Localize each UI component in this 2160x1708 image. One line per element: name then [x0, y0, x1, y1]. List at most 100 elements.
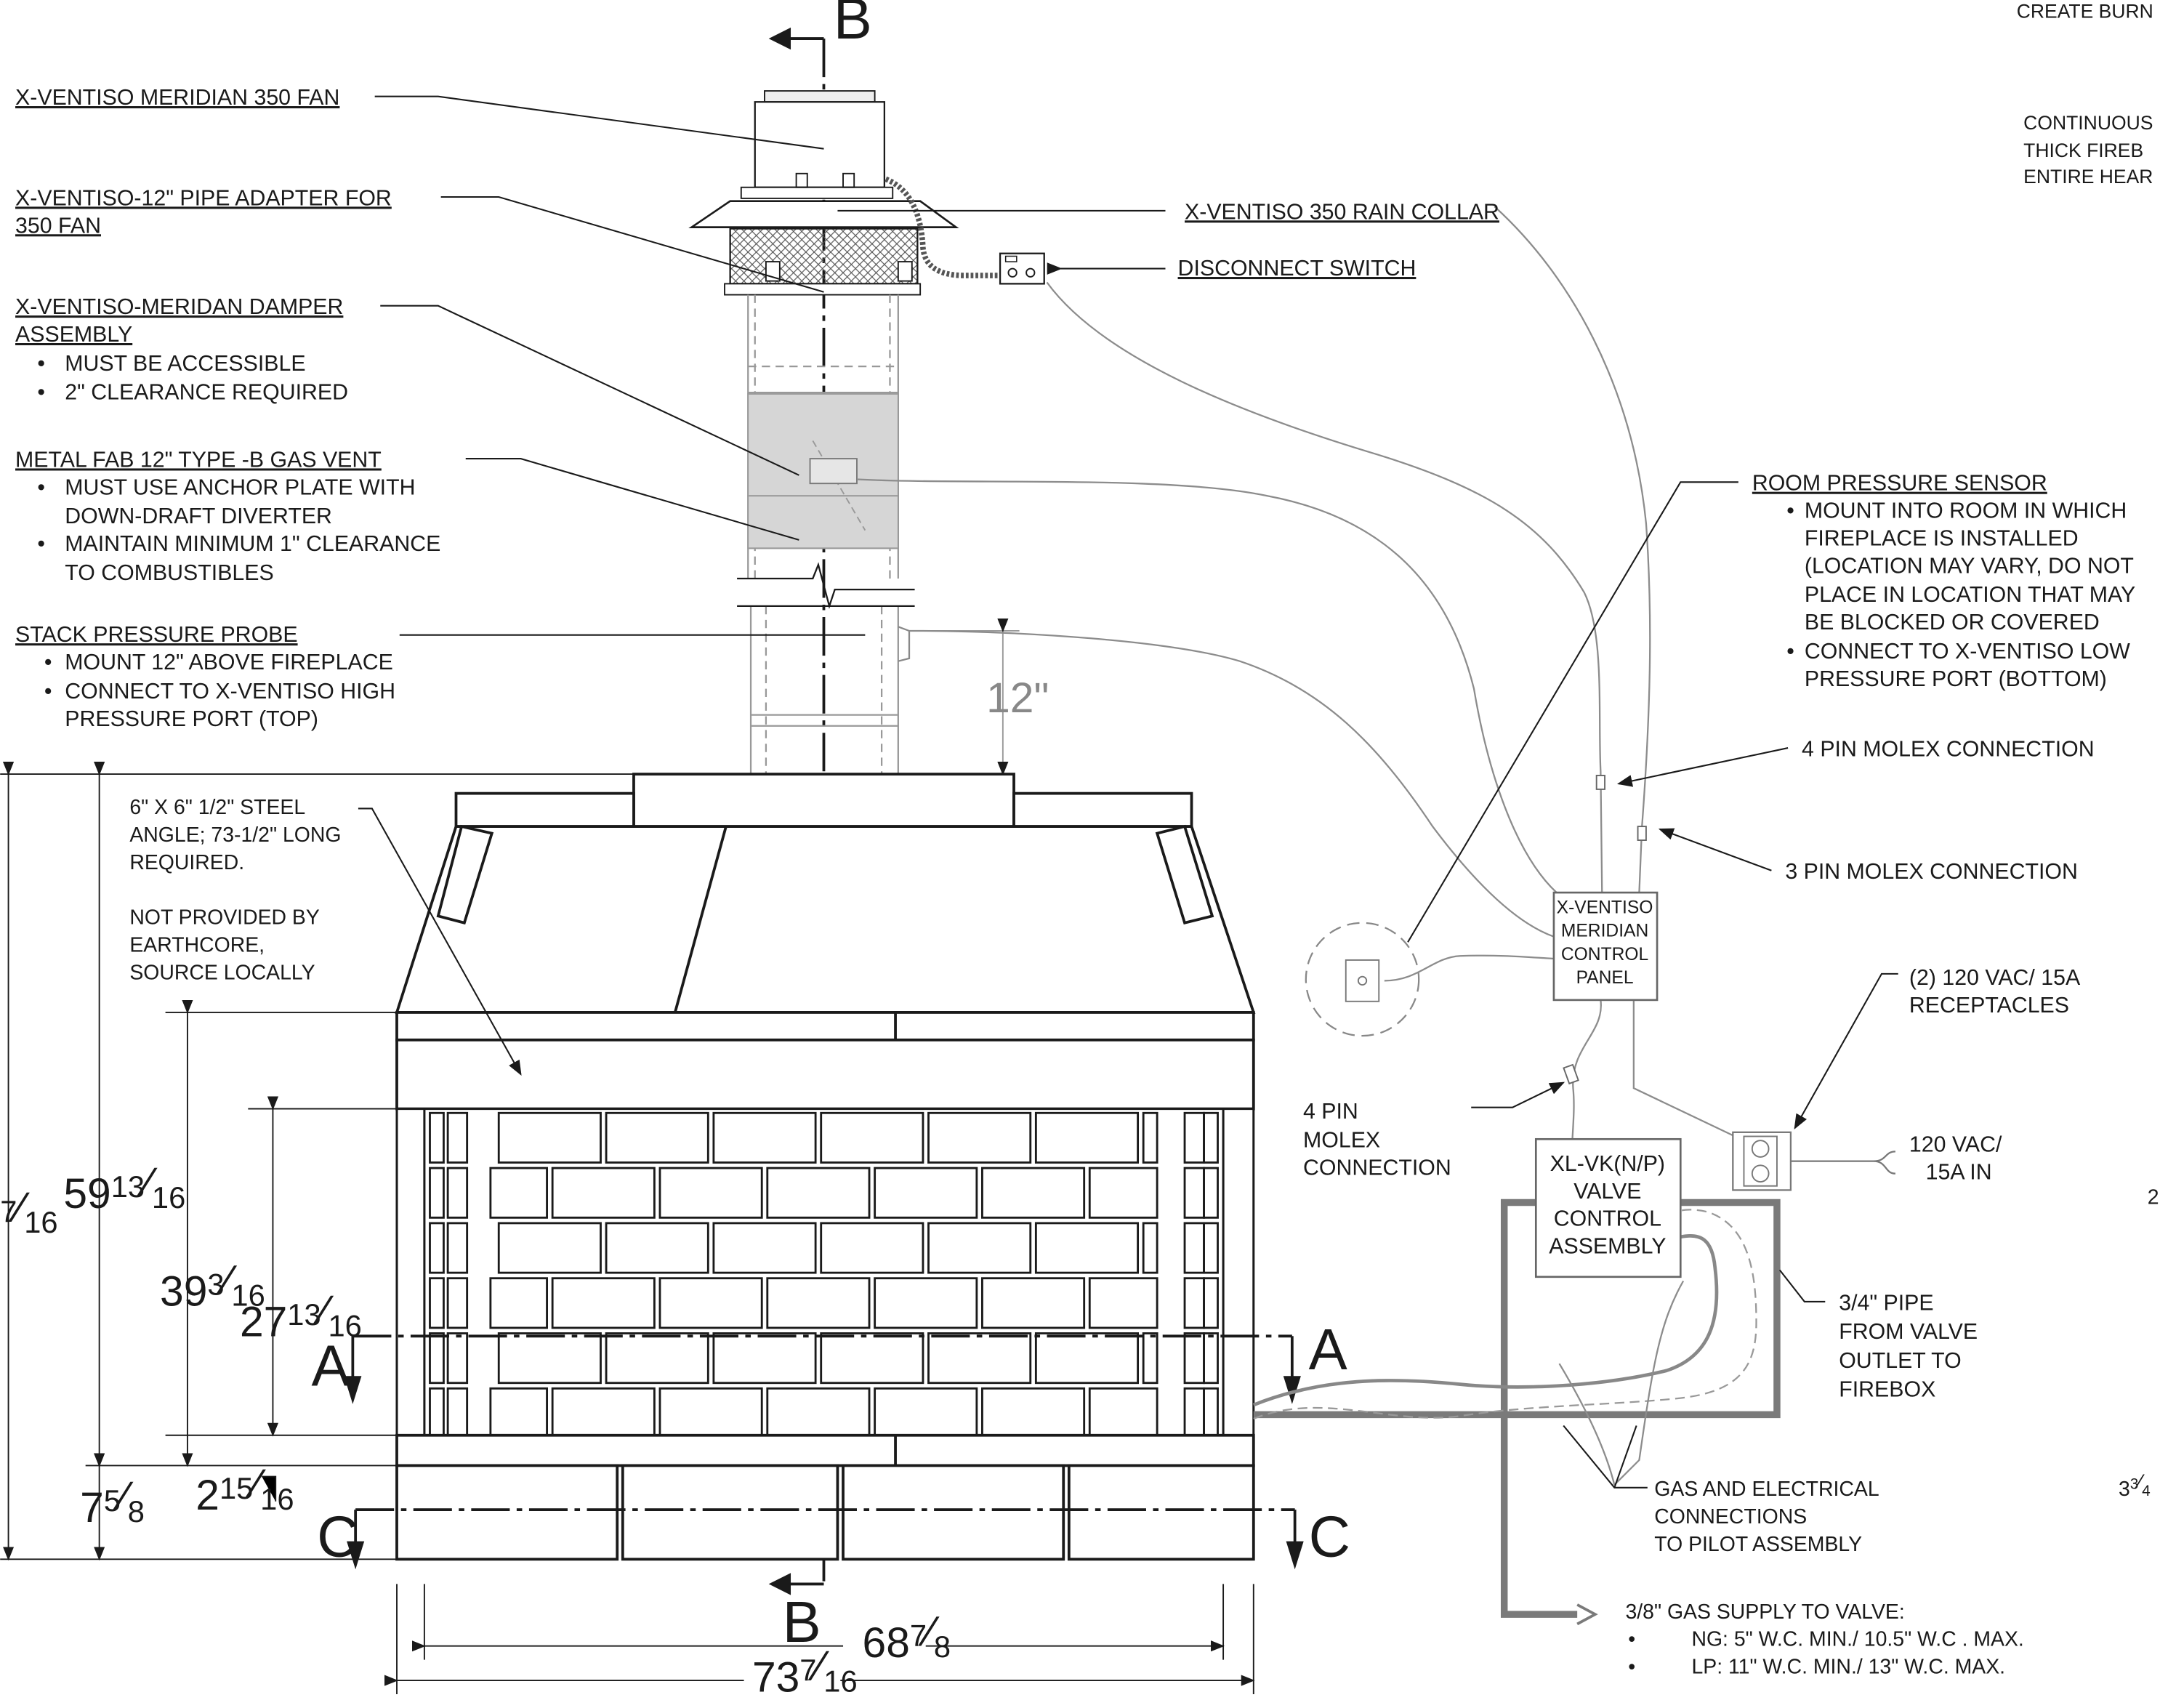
- pipe-label-l1: 3/4" PIPE: [1839, 1291, 1933, 1315]
- brick: [658, 1277, 763, 1329]
- supply-lp-dot: •: [1628, 1656, 1635, 1679]
- brick: [605, 1332, 709, 1385]
- section-line-c: [347, 1508, 1304, 1570]
- gas-elec-l2: CONNECTIONS: [1654, 1505, 1807, 1528]
- vent-bullet-1: MUST USE ANCHOR PLATE WITH: [65, 475, 415, 499]
- section-line-a: [344, 1334, 1301, 1404]
- damper-bullet-1-dot: •: [37, 352, 45, 376]
- brick: [429, 1167, 445, 1219]
- brick: [429, 1222, 445, 1274]
- brick: [446, 1277, 469, 1329]
- brick: [658, 1387, 763, 1439]
- supply-lp: LP: 11" W.C. MIN./ 13" W.C. MAX.: [1691, 1656, 2005, 1679]
- brick: [446, 1387, 469, 1439]
- gas-flex-dashed: [1253, 1209, 1757, 1420]
- brick: [1088, 1167, 1158, 1219]
- brick: [712, 1111, 817, 1164]
- section-b-bottom-label: B: [783, 1590, 821, 1654]
- supply-ng: NG: 5" W.C. MIN./ 10.5" W.C . MAX.: [1691, 1628, 2023, 1651]
- room-bullet-2b: PRESSURE PORT (BOTTOM): [1805, 667, 2107, 691]
- brick: [1203, 1332, 1219, 1385]
- dim-39: 393⁄16: [160, 1257, 265, 1315]
- room-bullet-1c: (LOCATION MAY VARY, DO NOT: [1805, 554, 2134, 578]
- brick: [1034, 1111, 1140, 1164]
- brick: [551, 1387, 656, 1439]
- brick: [927, 1222, 1032, 1274]
- receptacles-l2: RECEPTACLES: [1909, 994, 2069, 1018]
- damper-bullet-1: MUST BE ACCESSIBLE: [65, 352, 305, 376]
- dim-59: 5913⁄16: [63, 1159, 185, 1217]
- valve-l1: XL-VK(N/P): [1550, 1152, 1665, 1176]
- molex4-top-label: 4 PIN MOLEX CONNECTION: [1802, 737, 2095, 761]
- valve-l2: VALVE: [1573, 1180, 1641, 1204]
- receptacle-top: [1751, 1140, 1770, 1158]
- top-right-note-4: ENTIRE HEAR: [2023, 166, 2153, 188]
- brick: [981, 1277, 1086, 1329]
- valve-control-box: [1534, 1137, 1682, 1278]
- pipe-label-l3: OUTLET TO: [1839, 1349, 1961, 1373]
- damper-bullet-2: 2" CLEARANCE REQUIRED: [65, 381, 348, 405]
- room-sensor-title: ROOM PRESSURE SENSOR: [1752, 472, 2047, 496]
- probe-bullet-2: CONNECT TO X-VENTISO HIGH: [65, 680, 395, 704]
- brick: [766, 1387, 871, 1439]
- brick: [429, 1387, 445, 1439]
- rain-collar-label: X-VENTISO 350 RAIN COLLAR: [1185, 200, 1499, 224]
- damper-blocks: [747, 393, 899, 549]
- dim-7: 75⁄8: [80, 1473, 145, 1531]
- valve-l4: ASSEMBLY: [1549, 1235, 1666, 1259]
- vac-l2: 15A IN: [1926, 1160, 1992, 1184]
- probe-label: STACK PRESSURE PROBE: [15, 623, 298, 647]
- vent-bullet-2: MAINTAIN MINIMUM 1" CLEARANCE: [65, 532, 440, 556]
- damper-bullet-2-dot: •: [37, 381, 45, 405]
- molex4-l1: 4 PIN: [1303, 1100, 1358, 1124]
- not-provided-l3: SOURCE LOCALLY: [129, 961, 315, 984]
- vent-bullet-1-dot: •: [37, 475, 45, 499]
- brick: [605, 1111, 709, 1164]
- gas-flex-line: [1252, 1234, 1719, 1407]
- dim-27: 2713⁄16: [240, 1287, 362, 1345]
- top-right-note-3: THICK FIREB: [2023, 140, 2143, 161]
- not-provided-l2: EARTHCORE,: [129, 934, 265, 957]
- brick: [1183, 1222, 1205, 1274]
- receptacle-plate: [1743, 1135, 1778, 1187]
- brick: [489, 1387, 548, 1439]
- room-bullet-1d: PLACE IN LOCATION THAT MAY: [1805, 583, 2135, 607]
- brick: [1183, 1277, 1205, 1329]
- brick: [1142, 1111, 1158, 1164]
- damper-label-l2: ASSEMBLY: [15, 323, 132, 347]
- molex4-l2: MOLEX: [1303, 1129, 1380, 1153]
- brick: [1034, 1222, 1140, 1274]
- fireplace-lintel: [395, 1011, 1255, 1111]
- adapter-label-l2: 350 FAN: [15, 214, 101, 238]
- brick: [489, 1167, 548, 1219]
- brick: [874, 1387, 978, 1439]
- angle-label-l1: 6" X 6" 1/2" STEEL: [129, 796, 305, 819]
- dim-73: 737⁄16: [752, 1643, 858, 1701]
- vent-bullet-2-dot: •: [37, 532, 45, 556]
- brick: [1142, 1332, 1158, 1385]
- right-edge-dim-2: 2: [2148, 1185, 2159, 1209]
- molex4-l3: CONNECTION: [1303, 1156, 1451, 1180]
- receptacle-bottom: [1751, 1164, 1770, 1183]
- brick: [1034, 1332, 1140, 1385]
- brick: [712, 1332, 817, 1385]
- vent-bullet-2b: TO COMBUSTIBLES: [65, 561, 273, 585]
- fireplace-hood: [395, 773, 1256, 1014]
- control-panel-l1: X-VENTISO: [1557, 898, 1653, 917]
- fireplace-base: [395, 1433, 1255, 1561]
- brick: [820, 1222, 924, 1274]
- brick: [429, 1277, 445, 1329]
- adapter-label-l1: X-VENTISO-12" PIPE ADAPTER FOR: [15, 186, 392, 210]
- brick: [446, 1111, 469, 1164]
- supply-ng-dot: •: [1628, 1628, 1635, 1651]
- brick: [1088, 1387, 1158, 1439]
- molex-connectors: [1563, 775, 1647, 1085]
- brick: [712, 1222, 817, 1274]
- angle-label-l3: REQUIRED.: [129, 851, 244, 874]
- brick: [1142, 1222, 1158, 1274]
- fan-cable: [884, 176, 1001, 278]
- brick: [766, 1167, 871, 1219]
- control-panel-l4: PANEL: [1576, 968, 1634, 988]
- section-b-top-label: B: [834, 0, 872, 51]
